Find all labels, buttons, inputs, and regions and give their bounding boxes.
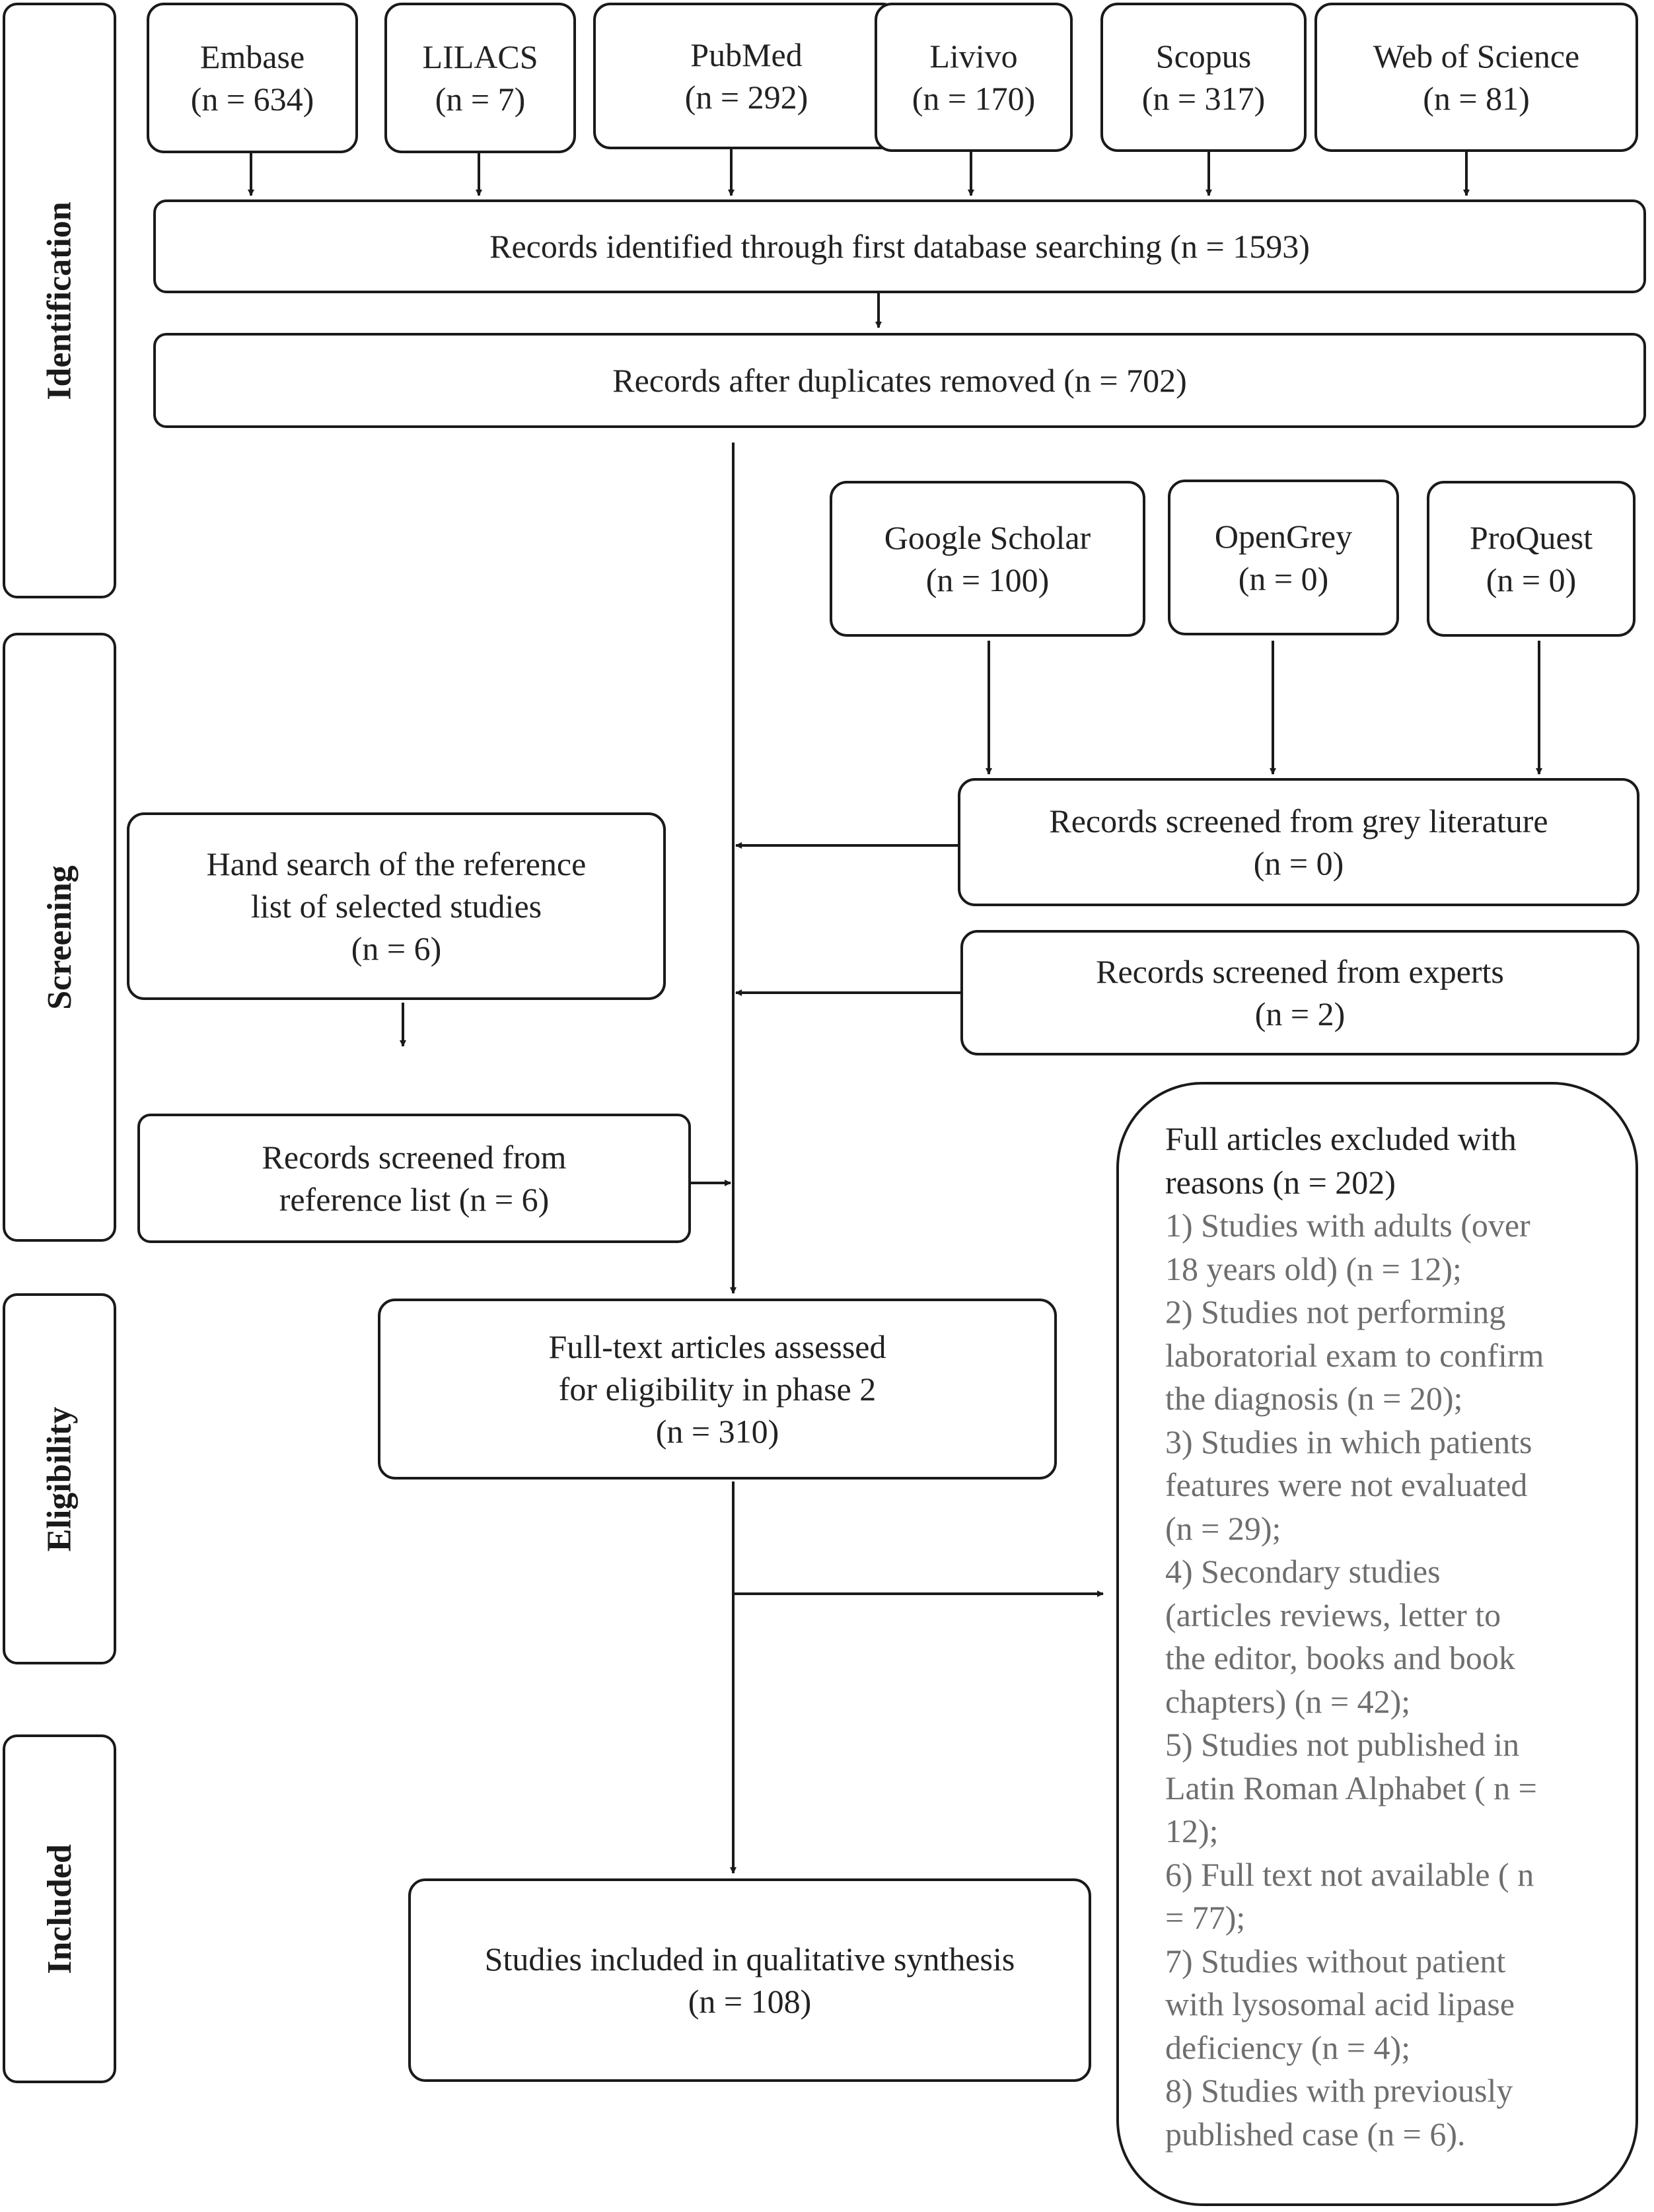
excluded-reason-line: Latin Roman Alphabet ( n =: [1165, 1769, 1537, 1806]
excluded-reason-line: 5) Studies not published in: [1165, 1726, 1520, 1763]
excluded-reason-line: 18 years old) (n = 12);: [1165, 1250, 1462, 1287]
excluded-reason-line: with lysosomal acid lipase: [1165, 1985, 1515, 2022]
phase-included: Included: [3, 1734, 116, 2083]
box-fulltext-assessed: Full-text articles assessed for eligibil…: [378, 1299, 1057, 1480]
box-records-identified: Records identified through first databas…: [153, 199, 1646, 293]
db-count: (n = 292): [684, 79, 809, 116]
db-box-pubmed: PubMed (n = 292): [593, 3, 900, 149]
records-identified-text: Records identified through first databas…: [489, 228, 1310, 265]
excluded-reason-line: chapters) (n = 42);: [1165, 1682, 1411, 1720]
excluded-reason-line: features were not evaluated: [1165, 1466, 1528, 1503]
grey-screened-line2: (n = 0): [1253, 845, 1344, 882]
excluded-reason-line: published case (n = 6).: [1165, 2115, 1466, 2153]
excluded-reason-line: = 77);: [1165, 1899, 1246, 1936]
excluded-header: Full articles excluded with: [1165, 1120, 1517, 1157]
excluded-reason-line: (articles reviews, letter to: [1165, 1596, 1501, 1633]
records-dedup-text: Records after duplicates removed (n = 70…: [612, 362, 1187, 399]
db-name: Web of Science: [1373, 38, 1580, 75]
excluded-reason-line: 3) Studies in which patients: [1165, 1423, 1532, 1460]
db-box-lilacs: LILACS (n = 7): [384, 3, 576, 153]
grey-box-opengrey: OpenGrey (n = 0): [1168, 480, 1399, 635]
box-grey-screened: Records screened from grey literature (n…: [958, 778, 1639, 906]
db-count: (n = 170): [912, 80, 1036, 117]
box-records-dedup: Records after duplicates removed (n = 70…: [153, 333, 1646, 428]
db-box-web-of-science: Web of Science (n = 81): [1314, 3, 1638, 152]
excluded-reason-line: the diagnosis (n = 20);: [1165, 1380, 1463, 1417]
phase-eligibility: Eligibility: [3, 1293, 116, 1664]
excluded-reason-line: laboratorial exam to confirm: [1165, 1336, 1544, 1374]
excluded-reason-line: 2) Studies not performing: [1165, 1293, 1506, 1330]
box-hand-search: Hand search of the reference list of sel…: [127, 812, 666, 1000]
db-name: PubMed: [690, 36, 803, 73]
fulltext-line2: for eligibility in phase 2: [558, 1371, 877, 1408]
db-box-livivo: Livivo (n = 170): [875, 3, 1073, 152]
excluded-header: reasons (n = 202): [1165, 1163, 1396, 1201]
phase-included-label: Included: [40, 1843, 79, 1974]
grey-box-proquest: ProQuest (n = 0): [1427, 481, 1636, 637]
grey-source-count: (n = 0): [1238, 560, 1329, 597]
fulltext-line1: Full-text articles assessed: [548, 1328, 886, 1365]
db-name: Embase: [199, 38, 305, 75]
fulltext-line3: (n = 310): [655, 1413, 779, 1450]
excluded-reason-line: (n = 29);: [1165, 1509, 1281, 1547]
box-ref-screened: Records screened from reference list (n …: [137, 1114, 691, 1243]
experts-screened-line1: Records screened from experts: [1096, 953, 1504, 990]
excluded-reason-line: deficiency (n = 4);: [1165, 2028, 1411, 2066]
phase-identification: Identification: [3, 3, 116, 598]
hand-search-line3: (n = 6): [351, 930, 442, 967]
grey-source-count: (n = 100): [925, 561, 1050, 598]
db-count: (n = 7): [435, 81, 526, 118]
grey-source-count: (n = 0): [1486, 561, 1577, 598]
db-name: Livivo: [929, 38, 1018, 75]
grey-source-name: OpenGrey: [1214, 518, 1353, 555]
included-line2: (n = 108): [688, 1983, 812, 2020]
included-line1: Studies included in qualitative synthesi…: [484, 1941, 1015, 1978]
box-studies-included: Studies included in qualitative synthesi…: [408, 1878, 1091, 2082]
excluded-reason-line: the editor, books and book: [1165, 1639, 1515, 1676]
box-experts-screened: Records screened from experts (n = 2): [960, 930, 1639, 1055]
db-box-embase: Embase (n = 634): [147, 3, 358, 153]
grey-source-name: Google Scholar: [884, 519, 1091, 556]
db-count: (n = 317): [1141, 80, 1266, 117]
excluded-reason-line: 1) Studies with adults (over: [1165, 1207, 1530, 1244]
excluded-reason-line: 6) Full text not available ( n: [1165, 1855, 1534, 1893]
box-excluded-reasons: Full articles excluded with reasons (n =…: [1116, 1082, 1638, 2206]
ref-screened-line2: reference list (n = 6): [279, 1181, 550, 1218]
hand-search-line1: Hand search of the reference: [206, 845, 587, 882]
grey-box-google-scholar: Google Scholar (n = 100): [830, 481, 1145, 637]
db-count: (n = 81): [1423, 80, 1530, 117]
db-box-scopus: Scopus (n = 317): [1100, 3, 1307, 152]
grey-screened-line1: Records screened from grey literature: [1049, 803, 1548, 839]
db-name: LILACS: [422, 38, 538, 75]
db-count: (n = 634): [190, 81, 314, 118]
excluded-reason-line: 8) Studies with previously: [1165, 2072, 1513, 2109]
excluded-reason-line: 7) Studies without patient: [1165, 1942, 1506, 1980]
hand-search-line2: list of selected studies: [250, 888, 542, 925]
excluded-reason-line: 4) Secondary studies: [1165, 1553, 1441, 1590]
phase-identification-label: Identification: [40, 201, 79, 400]
db-name: Scopus: [1155, 38, 1252, 75]
phase-screening: Screening: [3, 633, 116, 1242]
experts-screened-line2: (n = 2): [1254, 995, 1346, 1032]
excluded-reason-line: 12);: [1165, 1812, 1219, 1849]
grey-source-name: ProQuest: [1469, 519, 1593, 556]
phase-screening-label: Screening: [40, 865, 79, 1010]
phase-eligibility-label: Eligibility: [40, 1406, 79, 1552]
ref-screened-line1: Records screened from: [262, 1139, 567, 1176]
